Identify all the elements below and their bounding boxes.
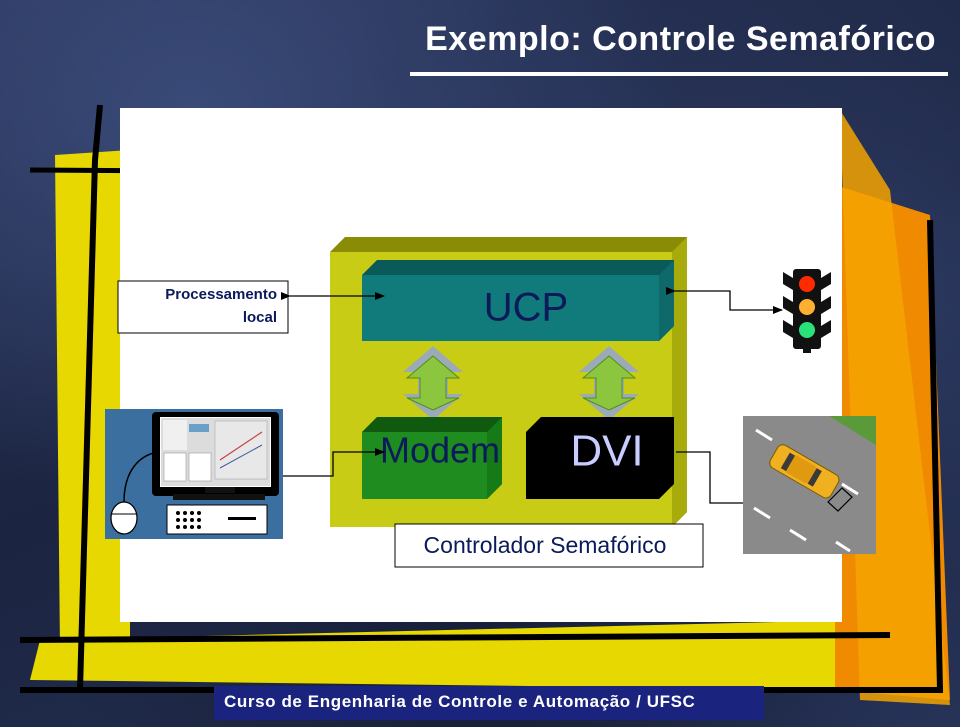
black-stroke-bottom: [19, 632, 891, 643]
black-stroke-left: [77, 104, 103, 691]
connector-lines: [274, 287, 830, 504]
modem-block: Modem: [362, 417, 502, 499]
processing-label-line1: Processamento: [165, 286, 277, 303]
footer-band: [214, 686, 764, 720]
title-underline: [410, 72, 948, 76]
dvi-label: DVI: [570, 427, 643, 476]
processing-box: Processamento local: [117, 280, 289, 334]
dvi-block: DVI: [526, 417, 674, 499]
controller-caption: Controlador Semafórico: [424, 532, 667, 558]
footer-text: Curso de Engenharia de Controle e Automa…: [224, 692, 696, 711]
computer-icon: [105, 409, 283, 539]
double-arrow-icon: [579, 346, 639, 420]
double-arrow-icon: [403, 346, 463, 420]
controller-caption-box: Controlador Semafórico: [394, 523, 704, 568]
orange-frame-right-2: [840, 110, 950, 705]
processing-label-line2: local: [243, 309, 277, 326]
cpu-block: UCP: [362, 260, 674, 341]
slide-title: Exemplo: Controle Semafórico: [425, 20, 936, 58]
car-icon: [743, 416, 876, 554]
modem-label: Modem: [380, 430, 500, 471]
traffic-light-icon: [783, 267, 831, 353]
cpu-label: UCP: [484, 286, 568, 330]
